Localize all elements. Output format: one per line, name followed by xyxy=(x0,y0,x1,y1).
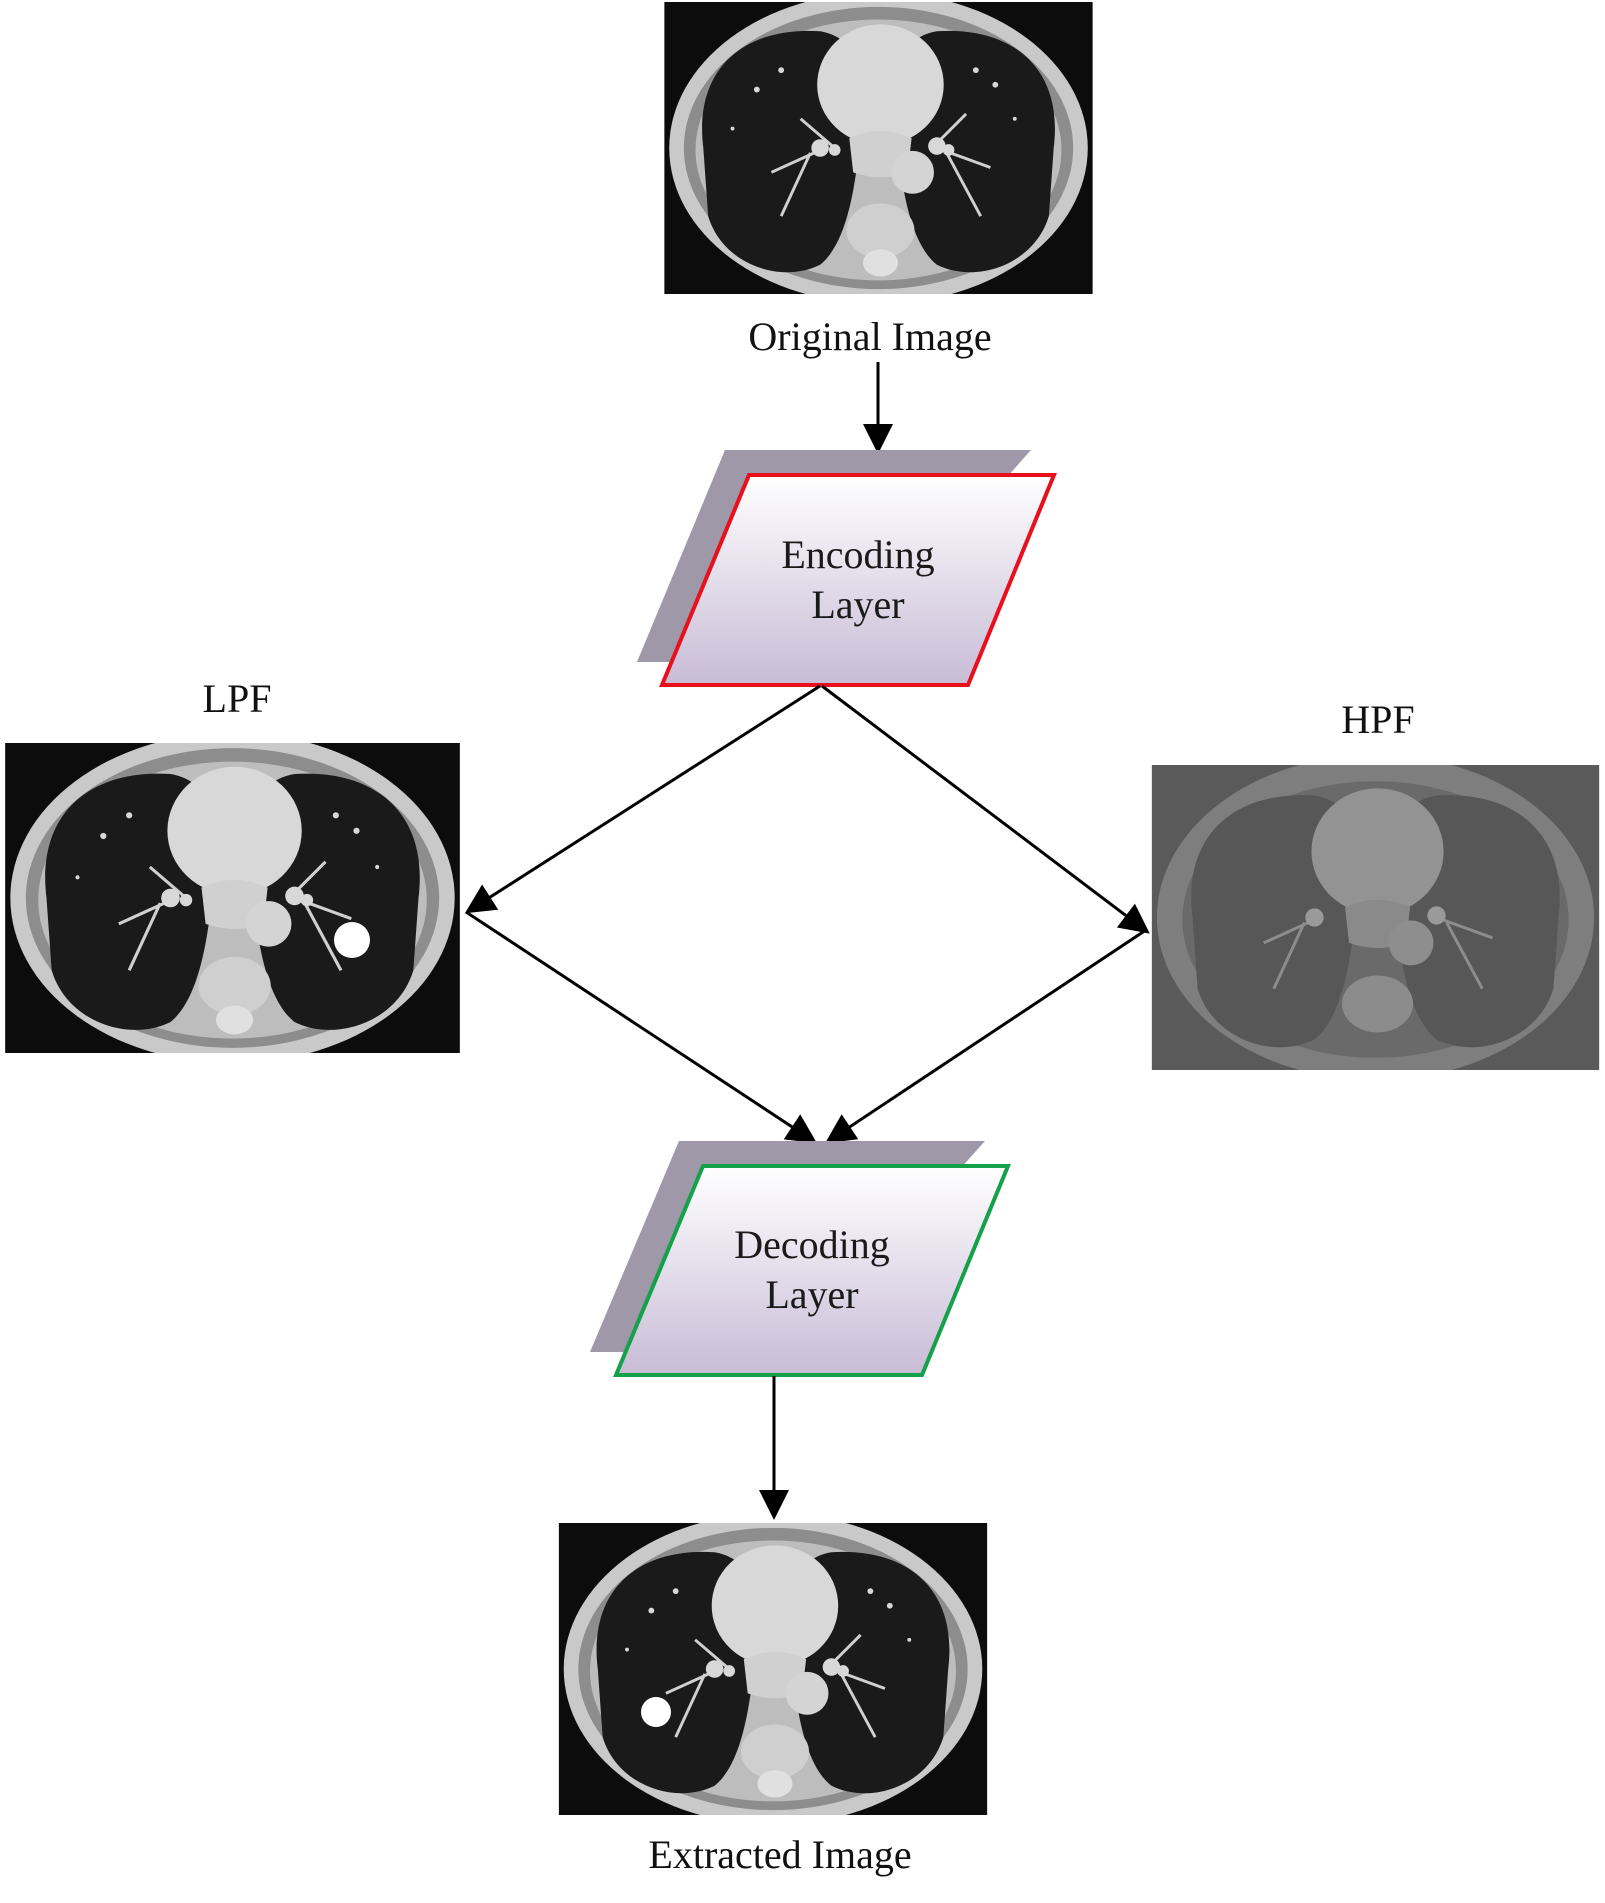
original-ct-image xyxy=(664,0,1092,304)
nodule-marker xyxy=(641,1697,671,1727)
lpf-label: LPF xyxy=(203,676,272,721)
encoding-layer-box: Encoding Layer xyxy=(637,450,1057,687)
arrow-lpf-to-decoding xyxy=(465,910,818,1144)
arrow-hpf-to-decoding xyxy=(825,928,1147,1144)
decoding-layer-box: Decoding Layer xyxy=(590,1141,1011,1377)
decoding-layer-text-1: Decoding xyxy=(734,1222,890,1267)
extracted-ct-image xyxy=(559,1513,987,1824)
encoding-layer-parallelogram xyxy=(659,473,1057,687)
arrow-encoding-to-lpf xyxy=(464,684,821,914)
nodule-marker xyxy=(334,922,370,958)
hpf-ct-image xyxy=(1152,755,1599,1080)
original-image-label: Original Image xyxy=(748,314,991,359)
arrow-encoding-to-hpf xyxy=(821,684,1150,934)
encoding-layer-text-2: Layer xyxy=(811,582,904,627)
lpf-ct-image xyxy=(5,733,460,1064)
extracted-image-label: Extracted Image xyxy=(648,1832,911,1877)
encoding-layer-text-1: Encoding xyxy=(781,532,934,577)
decoding-layer-parallelogram xyxy=(613,1164,1011,1377)
hpf-label: HPF xyxy=(1341,697,1414,742)
decoding-layer-text-2: Layer xyxy=(765,1272,858,1317)
